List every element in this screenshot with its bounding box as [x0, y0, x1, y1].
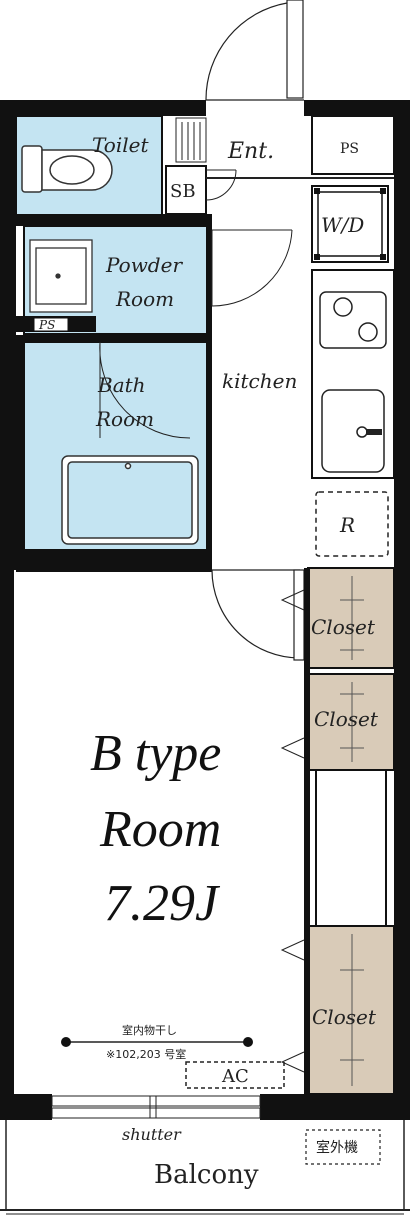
- bath-door-swing: [99, 341, 191, 439]
- closet-door-marks: [280, 589, 305, 1073]
- outdoor-unit-label: 室外機: [316, 1139, 358, 1156]
- bathtub: [61, 455, 199, 545]
- balcony-window: [51, 1095, 261, 1119]
- balcony-area: [0, 1120, 410, 1215]
- room-door-swing: [211, 569, 305, 661]
- ac-label: AC: [221, 1066, 249, 1087]
- shutter-label: shutter: [122, 1125, 182, 1144]
- fridge-label: R: [339, 513, 355, 537]
- ac-unit: [185, 1061, 285, 1089]
- powder-label-2: Room: [115, 287, 174, 311]
- closet-2-label: Closet: [314, 707, 379, 731]
- drying-bar: [61, 1037, 253, 1047]
- powder-sink: [29, 239, 93, 313]
- sb-label: SB: [170, 181, 196, 202]
- drying-label-2: ※102,203 号室: [106, 1047, 186, 1061]
- toilet-door-swing: [205, 169, 237, 201]
- kitchen-label: kitchen: [222, 369, 297, 393]
- entrance-door-swing: [205, 0, 304, 101]
- powder-door-swing: [211, 229, 293, 307]
- closet-3-area: [307, 925, 395, 1095]
- ps-left-label: PS: [38, 318, 55, 332]
- toilet-label: Toilet: [92, 133, 149, 157]
- toilet-fixture: [21, 145, 113, 193]
- main-room-size: 7.29J: [104, 875, 221, 932]
- closet-2-area: [307, 673, 395, 771]
- shoe-box: [165, 117, 207, 215]
- ps-top-box: [311, 115, 395, 175]
- closet-3-label: Closet: [312, 1005, 377, 1029]
- drying-label-1: 室内物干し: [122, 1023, 177, 1037]
- washer-dryer-pan: [311, 185, 389, 263]
- outdoor-unit-box: [305, 1129, 381, 1165]
- entrance-label: Ent.: [227, 139, 274, 164]
- wd-label: W/D: [321, 213, 364, 237]
- closet-1-label: Closet: [311, 615, 376, 639]
- powder-label-1: Powder: [105, 253, 183, 277]
- bath-label-2: Room: [95, 407, 154, 431]
- kitchen-counter: [311, 269, 395, 479]
- main-room-type: B type: [90, 725, 221, 782]
- ps-top-label: PS: [340, 141, 359, 157]
- balcony-label: Balcony: [154, 1160, 259, 1190]
- bath-label-1: Bath: [97, 373, 146, 397]
- main-room-name: Room: [99, 801, 221, 858]
- ps-left-box: [33, 317, 69, 332]
- outer-walls: [0, 100, 410, 1120]
- fridge-space: [315, 491, 389, 557]
